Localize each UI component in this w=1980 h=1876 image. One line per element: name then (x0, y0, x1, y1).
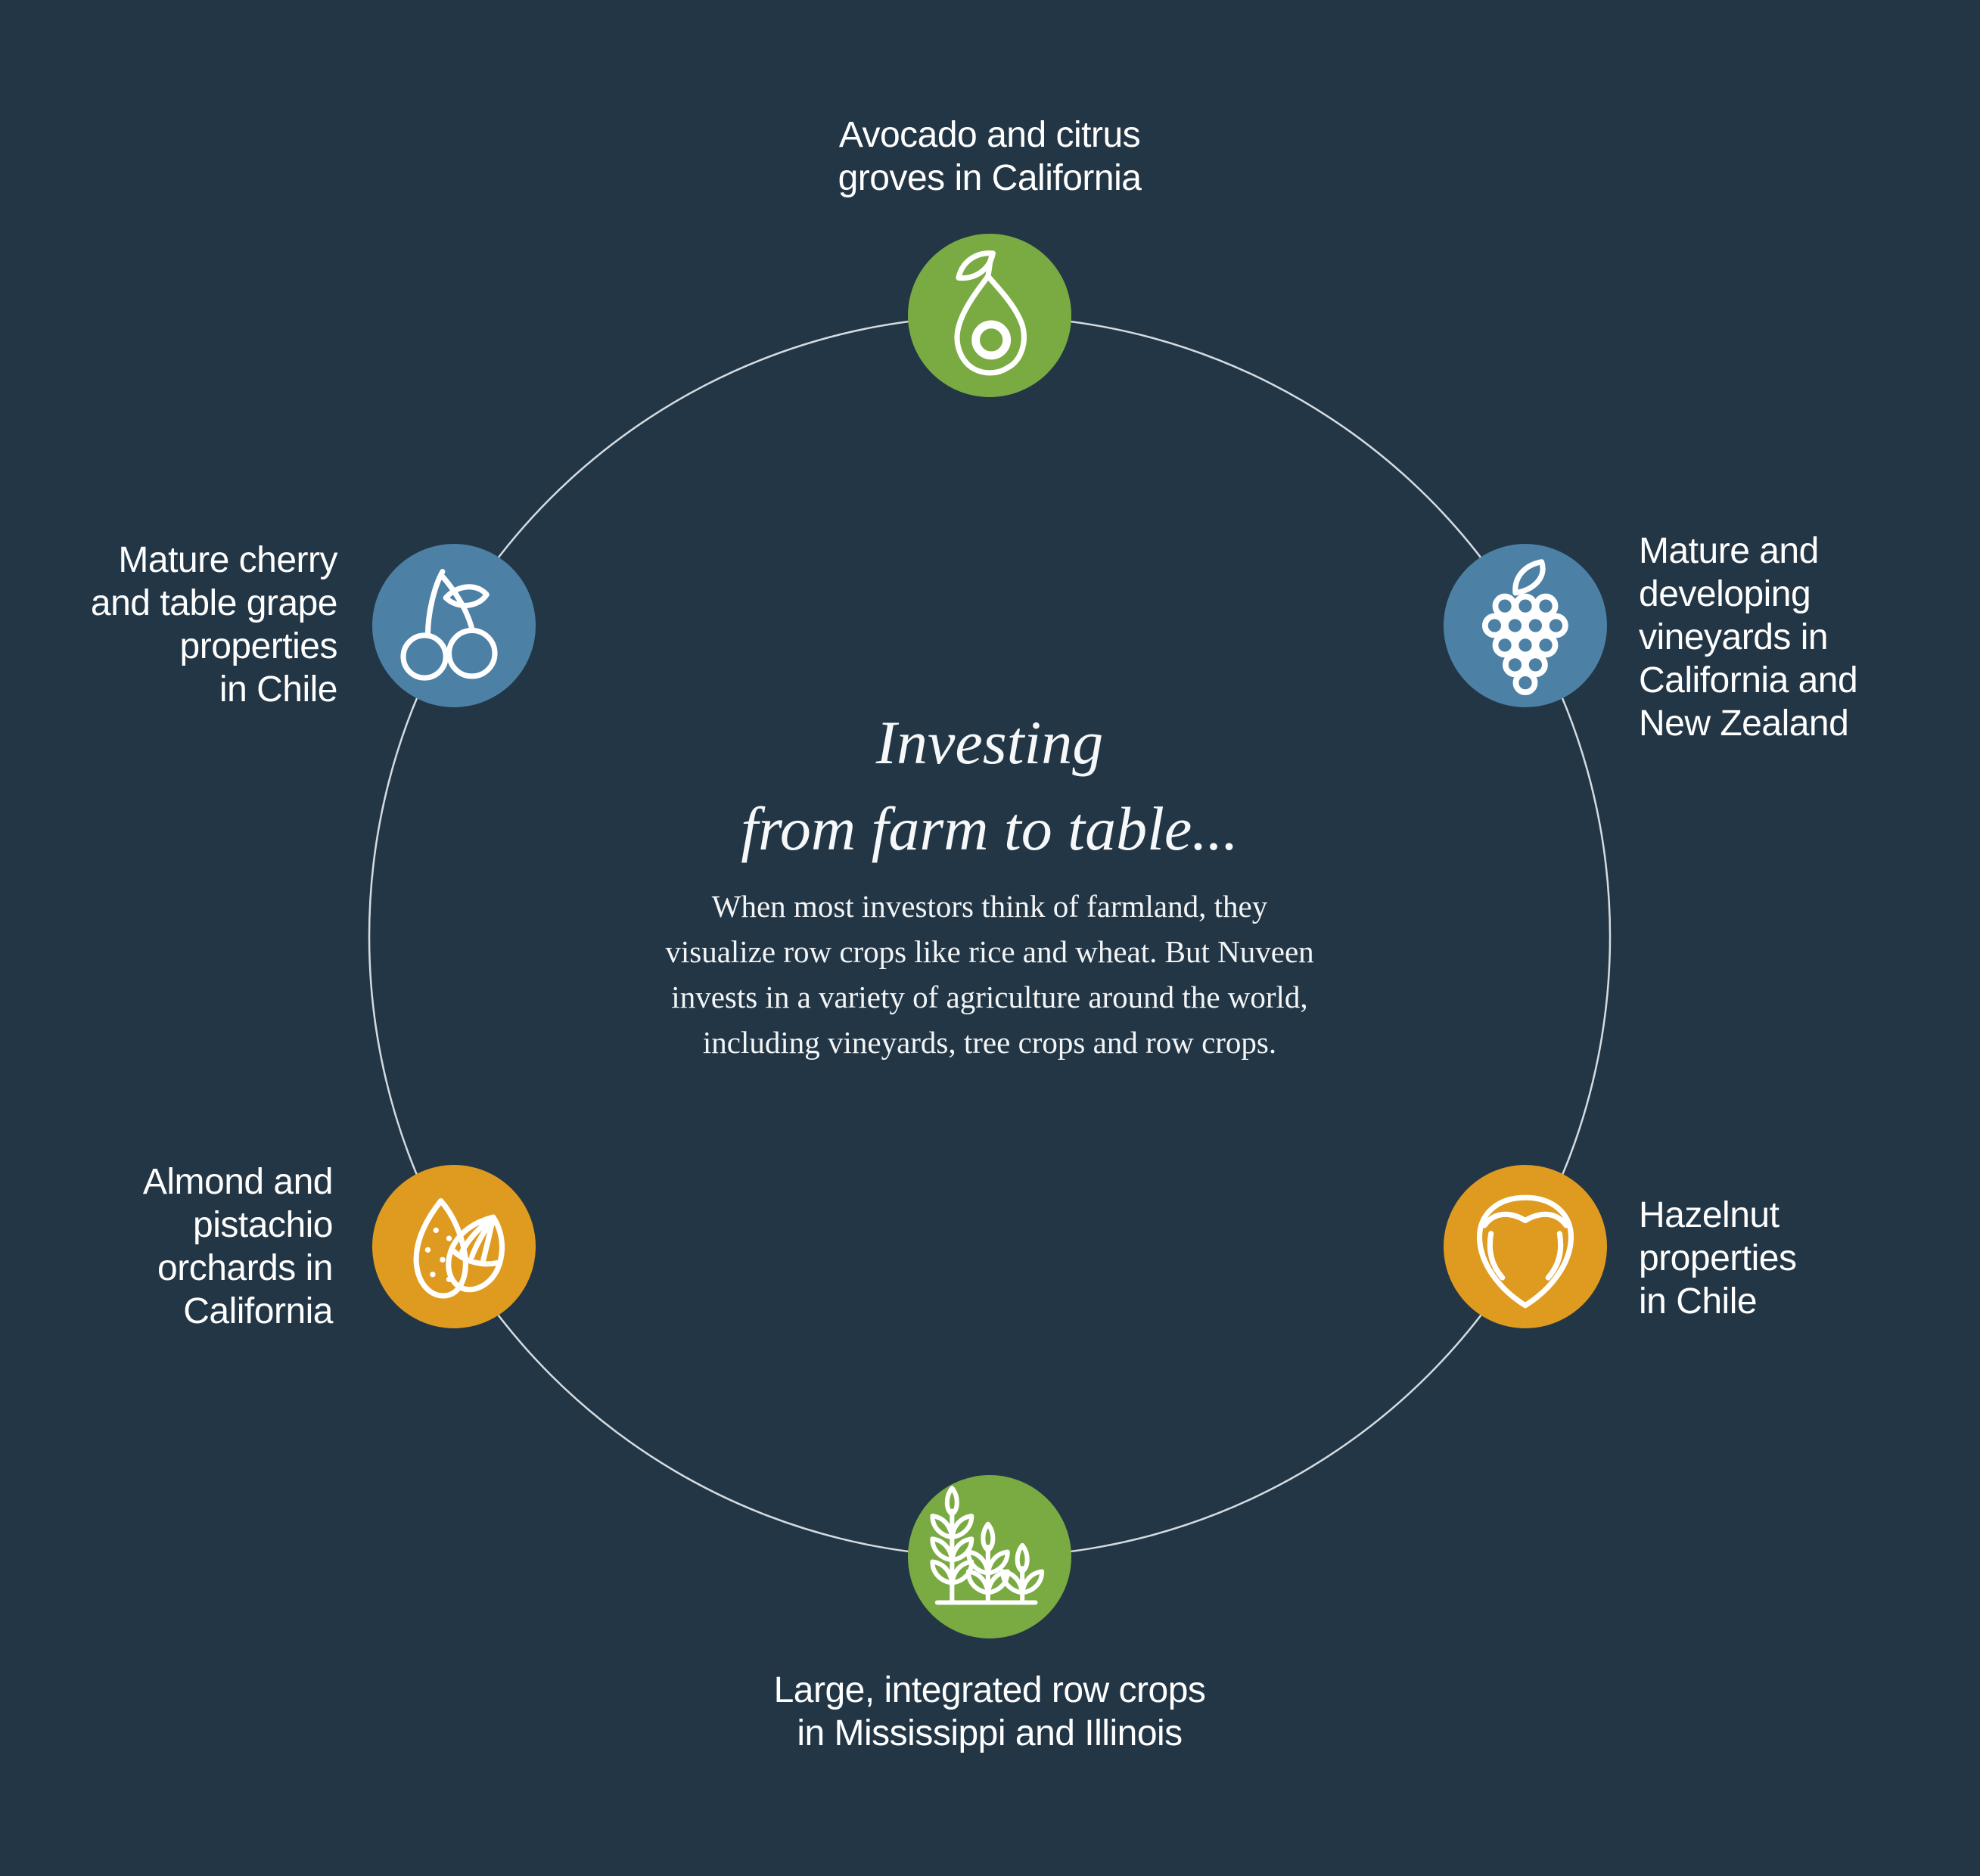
node-label-cherry: Mature cherry and table grape properties… (90, 540, 338, 710)
row-crops-icon (908, 1475, 1071, 1605)
node-circle-vineyards (1444, 544, 1607, 707)
node-label-row-crops: Large, integrated row crops in Mississip… (773, 1670, 1206, 1753)
node-circle-row-crops (908, 1475, 1071, 1638)
node-label-almond: Almond and pistachio orchards in Califor… (142, 1162, 334, 1331)
node-label-hazelnut: Hazelnut properties in Chile (1639, 1195, 1797, 1322)
page-title: Investing from farm to table... (741, 708, 1239, 863)
node-circle-almond (372, 1165, 536, 1328)
node-circle-cherry (372, 544, 536, 707)
almond-icon (413, 1197, 505, 1299)
node-label-vineyards: Mature and developing vineyards in Calif… (1639, 531, 1858, 744)
avocado-icon (954, 250, 1027, 376)
hazelnut-icon (1476, 1194, 1574, 1309)
cherry-icon (400, 569, 498, 681)
node-circle-hazelnut (1444, 1165, 1607, 1328)
node-label-avocado: Avocado and citrus groves in California (838, 115, 1142, 198)
intro-paragraph: When most investors think of farmland, t… (665, 889, 1314, 1060)
grapes-icon (1481, 559, 1568, 696)
node-circle-avocado (908, 234, 1071, 397)
